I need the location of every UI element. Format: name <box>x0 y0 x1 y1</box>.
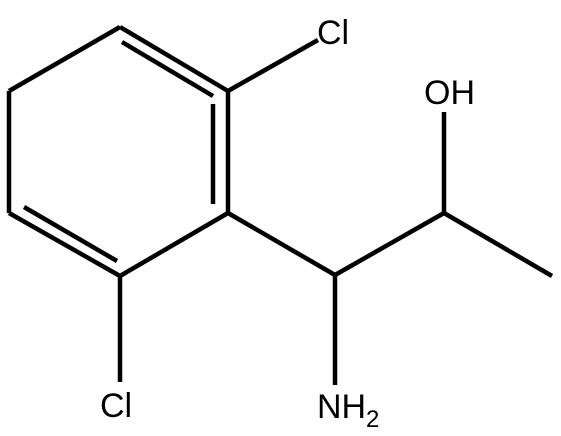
ring-bond-bottom-left <box>7 211 122 278</box>
ring-bond-top-left <box>7 25 122 93</box>
bond-ch-to-choh <box>333 211 446 277</box>
hydroxyl-label: OH <box>424 74 475 112</box>
ring-bond-bottom-left-inner <box>22 205 119 263</box>
amine-subscript: 2 <box>366 406 379 433</box>
chlorine-top-label: Cl <box>317 14 349 52</box>
chlorine-bottom-label: Cl <box>100 387 132 425</box>
ring-bond-top-inner <box>120 40 215 98</box>
bond-ring-to-ch <box>226 211 337 277</box>
ring-bond-top <box>118 25 230 93</box>
bond-choh-to-methyl <box>442 211 554 278</box>
benzene-ring <box>6 25 231 278</box>
ring-bond-bottom-right <box>118 211 230 278</box>
bond-ring-to-cl-top <box>226 38 320 93</box>
amine-label: NH <box>317 388 366 426</box>
